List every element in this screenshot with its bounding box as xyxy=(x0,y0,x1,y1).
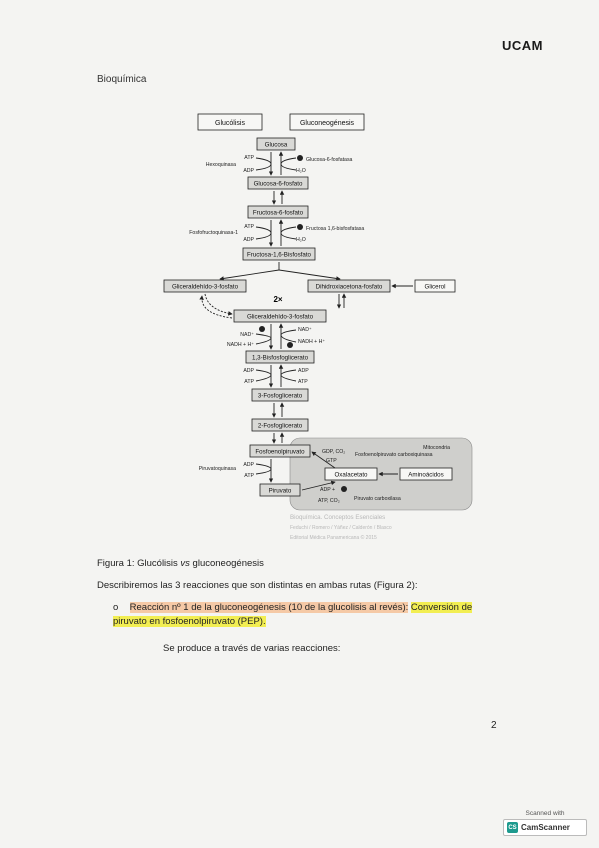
highlight-orange: Reacción nº 1 de la gluconeogénesis (10 … xyxy=(129,602,409,613)
pathway-diagram: Mitocondria Glucólisis Gluconeogénesis G… xyxy=(150,100,480,555)
enzyme-fbpasa: Fructosa 1,6-bisfosfatasa xyxy=(306,226,364,232)
subject-header: Bioquímica xyxy=(97,74,147,85)
met-piruvato: Piruvato xyxy=(259,483,301,497)
svg-text:Glucosa: Glucosa xyxy=(265,142,288,149)
title-gluconeogenesis-box: Gluconeogénesis xyxy=(289,113,365,131)
svg-text:ATP, CO₂: ATP, CO₂ xyxy=(318,498,340,504)
credit-line-1: Bioquímica. Conceptos Esenciales xyxy=(290,514,385,521)
camscanner-name: CamScanner xyxy=(521,823,570,832)
svg-text:H₂O: H₂O xyxy=(296,168,306,174)
met-glucosa: Glucosa xyxy=(256,137,296,151)
svg-text:ADP: ADP xyxy=(298,368,309,374)
credit-line-2: Feduchi / Romero / Yáñez / Calderón / Bl… xyxy=(290,525,392,531)
svg-text:ADP: ADP xyxy=(243,168,254,174)
two-times-label: 2× xyxy=(273,295,282,304)
svg-text:ATP: ATP xyxy=(244,224,254,230)
page-number: 2 xyxy=(491,720,497,731)
figure-caption: Figura 1: Glucólisis vs gluconeogénesis xyxy=(97,558,264,569)
svg-text:ADP +: ADP + xyxy=(320,487,335,493)
svg-text:NAD⁺: NAD⁺ xyxy=(240,332,254,338)
svg-text:Gliceraldehído-3-fosfato: Gliceraldehído-3-fosfato xyxy=(247,314,314,321)
met-f16bp: Fructosa-1,6-Bisfosfato xyxy=(242,247,316,261)
svg-text:ADP: ADP xyxy=(243,237,254,243)
bullet-reaction-1: o Reacción nº 1 de la gluconeogénesis (1… xyxy=(113,601,508,629)
svg-text:GDP, CO₂: GDP, CO₂ xyxy=(322,449,345,455)
met-dhap: Dihidroxiacetona-fosfato xyxy=(307,279,391,293)
svg-text:Glicerol: Glicerol xyxy=(425,284,446,291)
enzyme-hexoquinasa: Hexoquinasa xyxy=(206,162,236,168)
svg-text:Aminoácidos: Aminoácidos xyxy=(408,472,443,479)
svg-text:H₂O: H₂O xyxy=(296,237,306,243)
enzyme-pfk: Fosfofructoquinasa-1 xyxy=(189,230,238,236)
met-gap2: Gliceraldehído-3-fosfato xyxy=(233,309,327,323)
mitochondria-label: Mitocondria xyxy=(423,445,450,451)
svg-text:Piruvato: Piruvato xyxy=(269,488,292,495)
met-2pg: 2-Fosfoglicerato xyxy=(251,418,309,432)
svg-text:2-Fosfoglicerato: 2-Fosfoglicerato xyxy=(258,423,303,430)
svg-text:ATP: ATP xyxy=(298,379,308,385)
met-g6p: Glucosa-6-fosfato xyxy=(247,176,309,190)
svg-text:NAD⁺: NAD⁺ xyxy=(298,327,312,333)
svg-text:ATP: ATP xyxy=(244,155,254,161)
met-bpg: 1,3-Bisfosfoglicerato xyxy=(245,350,315,364)
bullet-marker: o xyxy=(113,602,119,613)
svg-text:3-Fosfoglicerato: 3-Fosfoglicerato xyxy=(258,393,303,400)
camscanner-watermark: Scanned with CS CamScanner xyxy=(503,810,587,836)
title-glucolisis-box: Glucólisis xyxy=(197,113,263,131)
met-pep: Fosfoenolpiruvato xyxy=(249,444,311,458)
svg-text:GTP: GTP xyxy=(326,458,337,464)
svg-text:NADH + H⁺: NADH + H⁺ xyxy=(298,339,325,345)
svg-text:Glucólisis: Glucólisis xyxy=(215,120,245,127)
intro-paragraph: Describiremos las 3 reacciones que son d… xyxy=(97,580,418,591)
svg-text:Fructosa-1,6-Bisfosfato: Fructosa-1,6-Bisfosfato xyxy=(247,252,312,259)
met-f6p: Fructosa-6-fosfato xyxy=(247,205,309,219)
svg-text:Gluconeogénesis: Gluconeogénesis xyxy=(300,120,355,127)
met-aminoacidos: Aminoácidos xyxy=(399,467,453,481)
camscanner-icon: CS xyxy=(507,822,518,833)
met-oxalacetato: Oxalacetato xyxy=(324,467,378,481)
scanned-with-label: Scanned with xyxy=(525,810,565,817)
ucam-logo: UCAM xyxy=(502,38,543,53)
svg-text:ATP: ATP xyxy=(244,379,254,385)
met-3pg: 3-Fosfoglicerato xyxy=(251,388,309,402)
enzyme-pepck: Fosfoenolpiruvato carboxiquinasa xyxy=(355,452,433,458)
svg-text:ADP: ADP xyxy=(243,462,254,468)
credit-line-3: Editorial Médica Panamericana © 2015 xyxy=(290,534,377,541)
svg-text:Dihidroxiacetona-fosfato: Dihidroxiacetona-fosfato xyxy=(316,284,383,291)
svg-text:NADH + H⁺: NADH + H⁺ xyxy=(227,342,254,348)
sub-paragraph: Se produce a través de varias reacciones… xyxy=(163,643,341,654)
svg-text:ADP: ADP xyxy=(243,368,254,374)
met-gap: Gliceraldehído-3-fosfato xyxy=(163,279,247,293)
enzyme-piruvatoquinasa: Piruvatoquinasa xyxy=(199,466,236,472)
svg-text:Oxalacetato: Oxalacetato xyxy=(334,472,368,479)
enzyme-g6pasa: Glucosa-6-fosfatasa xyxy=(306,157,353,163)
svg-text:Glucosa-6-fosfato: Glucosa-6-fosfato xyxy=(254,181,303,188)
camscanner-badge: CS CamScanner xyxy=(503,819,587,836)
enzyme-pc: Piruvato carboxilasa xyxy=(354,496,401,502)
pathway-svg: Mitocondria Glucólisis Gluconeogénesis G… xyxy=(163,113,473,541)
svg-text:1,3-Bisfosfoglicerato: 1,3-Bisfosfoglicerato xyxy=(252,355,309,362)
met-glicerol: Glicerol xyxy=(414,279,456,293)
svg-text:ATP: ATP xyxy=(244,473,254,479)
svg-text:Fosfoenolpiruvato: Fosfoenolpiruvato xyxy=(255,449,305,456)
svg-text:Gliceraldehído-3-fosfato: Gliceraldehído-3-fosfato xyxy=(172,284,239,291)
svg-text:Fructosa-6-fosfato: Fructosa-6-fosfato xyxy=(253,210,304,217)
